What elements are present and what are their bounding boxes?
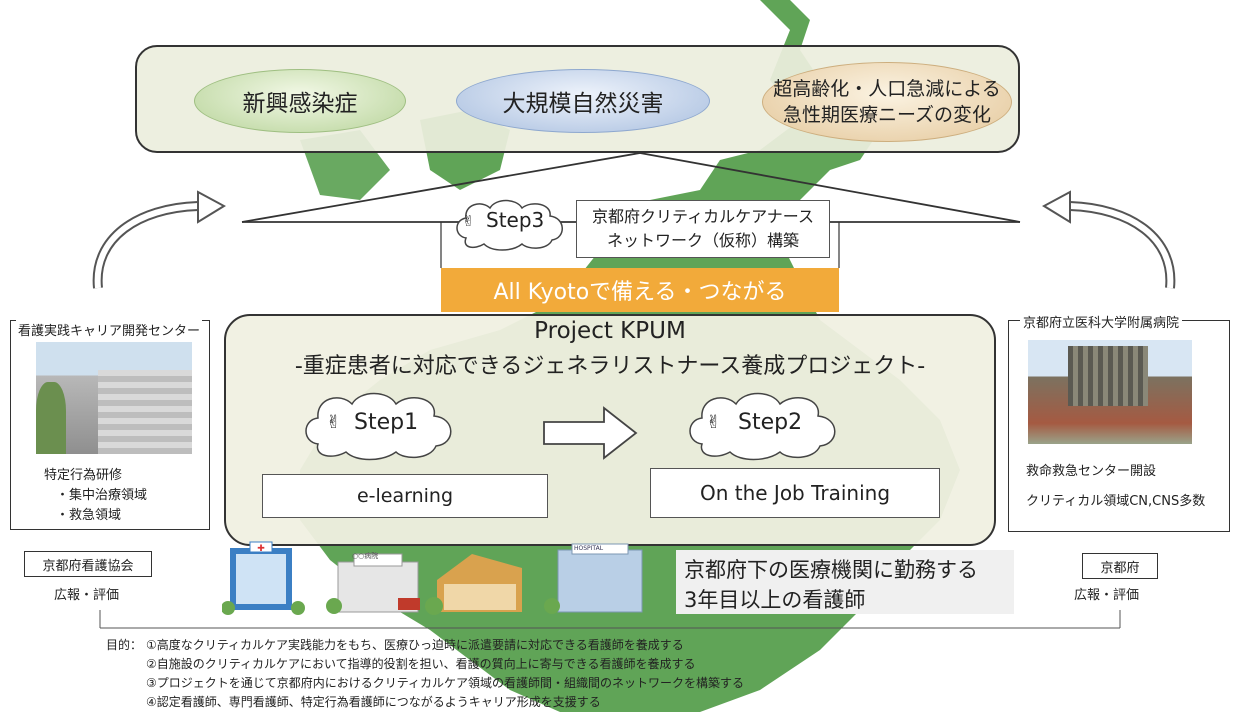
step3-network-scroll: 京都府クリティカルケアナース ネットワーク（仮称）構築 [576, 200, 830, 258]
left-building-photo [36, 342, 192, 454]
purpose-label: 目的： [106, 638, 143, 652]
purpose-item: ③プロジェクトを通じて京都府内におけるクリティカルケア領域の看護師間・組織間のネ… [146, 676, 745, 690]
kyoto-prefecture-tag: 京都府 [1082, 553, 1158, 579]
building-4 [544, 543, 643, 614]
arrow-right-icon [543, 406, 638, 460]
purpose-item: ④認定看護師、専門看護師、特定行為看護師につながるようキャリア形成を支援する [146, 695, 601, 709]
left-pr-evaluation: 広報・評価 [54, 588, 120, 603]
purpose-item: ②自施設のクリティカルケアにおいて指導的役割を担い、看護の質向上に寄与できる看護… [146, 657, 696, 671]
peace-hand-icon: ✌ [326, 412, 342, 433]
all-kyoto-banner: All Kyotoで備える・つながる [441, 268, 839, 312]
peace-hand-icon: ✌ [706, 412, 722, 433]
issue-aging-population: 超高齢化・人口急減による急性期医療ニーズの変化 [762, 62, 1012, 142]
project-subtitle: -重症患者に対応できるジェネラリストナース養成プロジェクト- [294, 354, 926, 379]
right-emergency-line: 救命救急センター開設 [1026, 464, 1157, 479]
building-2 [326, 553, 420, 614]
hospital-sign: HOSPITAL [574, 545, 604, 552]
clinic-sign: ○○病院 [352, 552, 379, 560]
project-title: Project KPUM [534, 318, 686, 344]
building-1: ✚ [222, 541, 305, 615]
target-nurses-box: 京都府下の医療機関に勤務する 3年目以上の看護師 [676, 550, 1014, 614]
step1-cloud [305, 392, 452, 461]
right-pr-evaluation: 広報・評価 [1074, 588, 1140, 603]
issue-natural-disaster: 大規模自然災害 [456, 69, 710, 133]
step2-cloud [689, 392, 836, 461]
purpose-list: ①高度なクリティカルケア実践能力をもち、医療ひっ迫時に派遣要請に対応できる看護師… [146, 636, 744, 712]
peace-hand-icon: ✌ [462, 212, 475, 230]
right-hospital-title: 京都府立医科大学附属病院 [1020, 312, 1183, 331]
step3-label: Step3 [486, 208, 545, 232]
issue-infectious-disease: 新興感染症 [194, 69, 406, 133]
svg-text:✚: ✚ [257, 544, 265, 554]
curved-arrow-icon [1041, 190, 1176, 289]
left-center-title: 看護実践キャリア開発センター [16, 320, 203, 339]
right-hospital-photo [1028, 340, 1192, 444]
kyoto-nursing-association-tag: 京都府看護協会 [24, 551, 152, 577]
step1-label: Step1 [354, 410, 419, 435]
purpose-item: ①高度なクリティカルケア実践能力をもち、医療ひっ迫時に派遣要請に対応できる看護師… [146, 638, 684, 652]
step1-elearning-scroll: e-learning [262, 474, 548, 518]
step2-label: Step2 [738, 410, 803, 435]
hospital-buildings-illustration: ✚ [222, 541, 643, 615]
right-critical-line: クリティカル領域CN,CNS多数 [1026, 494, 1206, 509]
target-line1: 京都府下の医療機関に勤務する [684, 558, 978, 582]
building-3 [425, 554, 522, 615]
curved-arrow-icon [92, 190, 227, 289]
target-line2: 3年目以上の看護師 [684, 588, 866, 612]
left-training-line2: ・集中治療領域 [56, 488, 148, 503]
step3-cloud [456, 199, 563, 251]
left-training-line1: 特定行為研修 [44, 468, 123, 483]
step2-ojt-scroll: On the Job Training [650, 468, 940, 518]
left-training-line3: ・救急領域 [56, 508, 122, 523]
